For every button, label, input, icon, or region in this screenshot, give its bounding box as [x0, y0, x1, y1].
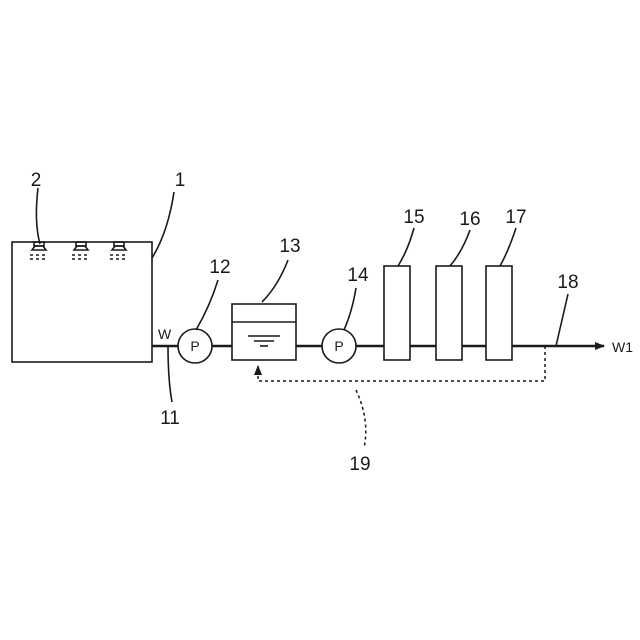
label-w1: W1 — [612, 339, 633, 355]
treatment-unit-16 — [436, 266, 462, 360]
leader-19 — [356, 390, 366, 448]
label-12: 12 — [209, 257, 230, 278]
leader-12 — [196, 280, 218, 330]
pump-14-letter: P — [334, 338, 343, 354]
reservoir-13 — [232, 304, 296, 360]
label-w: W — [158, 326, 172, 342]
treatment-unit-15 — [384, 266, 410, 360]
label-18: 18 — [557, 272, 578, 293]
leader-1 — [152, 192, 174, 258]
leader-16 — [450, 230, 470, 266]
treatment-unit-17 — [486, 266, 512, 360]
leader-14 — [344, 288, 356, 330]
leader-17 — [500, 228, 516, 266]
label-13: 13 — [279, 236, 300, 257]
spray-nozzle-2-icon — [72, 242, 90, 259]
leader-11 — [168, 346, 172, 402]
spray-nozzles — [30, 242, 128, 259]
leader-13 — [262, 260, 288, 302]
tank-1 — [12, 242, 152, 362]
label-11: 11 — [160, 408, 180, 429]
leader-2 — [36, 188, 40, 244]
label-2: 2 — [31, 170, 42, 191]
leader-15 — [398, 228, 414, 266]
label-17: 17 — [505, 207, 526, 228]
label-15: 15 — [403, 207, 424, 228]
spray-nozzle-1-icon — [30, 242, 48, 259]
pump-12-letter: P — [190, 338, 199, 354]
label-14: 14 — [347, 265, 369, 286]
leader-18 — [556, 294, 568, 346]
label-1: 1 — [175, 170, 186, 191]
label-16: 16 — [459, 209, 480, 230]
spray-nozzle-3-icon — [110, 242, 128, 259]
label-19: 19 — [349, 454, 370, 475]
